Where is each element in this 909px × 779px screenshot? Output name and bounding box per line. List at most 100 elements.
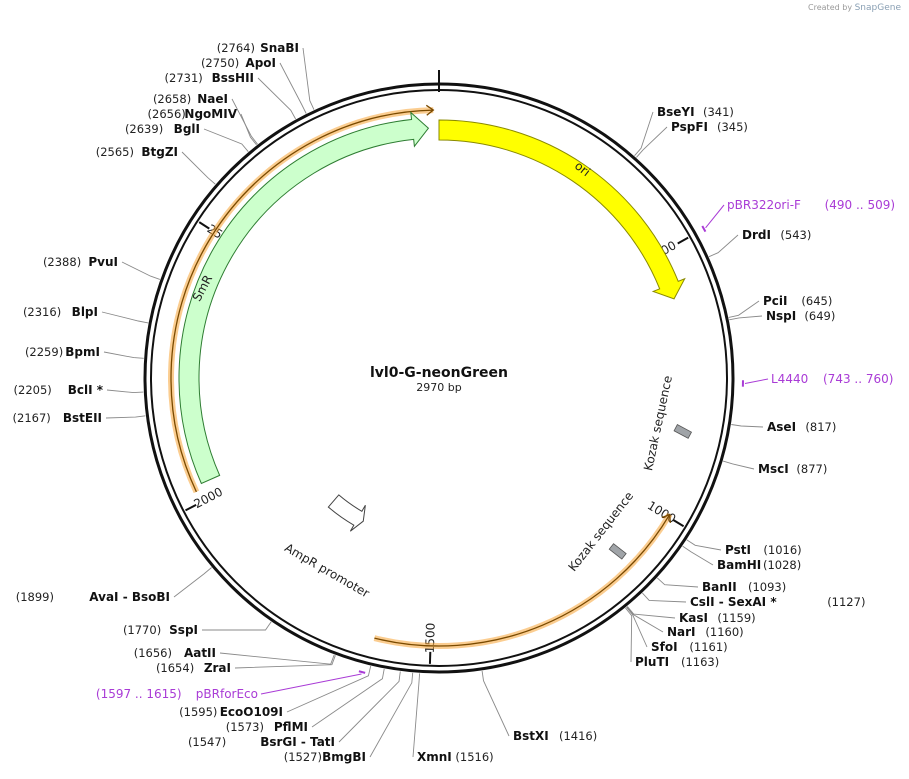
site-name[interactable]: SspI (169, 623, 198, 637)
restriction-site[interactable]: CslI - SexAI *(1127) (642, 592, 865, 609)
site-connector-line (708, 234, 739, 258)
site-connector-line (202, 621, 272, 631)
site-name[interactable]: BtgZI (141, 145, 178, 159)
site-name[interactable]: SfoI (651, 640, 678, 654)
site-connector-line (481, 670, 510, 737)
primer-name[interactable]: pBR322ori-F (727, 198, 801, 212)
site-name[interactable]: AvaI - BsoBI (89, 590, 170, 604)
restriction-site[interactable]: BclI *(2205) (14, 383, 144, 397)
restriction-site[interactable]: NarI(1160) (626, 606, 744, 639)
site-name[interactable]: SnaBI (260, 41, 299, 55)
site-name[interactable]: NgoMIV (184, 107, 237, 121)
restriction-site[interactable]: PflMI(1573) (226, 668, 385, 734)
site-name[interactable]: BanII (702, 580, 737, 594)
site-name[interactable]: CslI - SexAI * (690, 595, 777, 609)
primer-name[interactable]: L4440 (771, 372, 808, 386)
restriction-site[interactable]: PluTI (1163) (625, 607, 719, 669)
site-name[interactable]: BsrGI - TatI (260, 735, 335, 749)
site-name[interactable]: PspFI (671, 120, 708, 134)
site-name[interactable]: XmnI (417, 750, 452, 764)
tick-mark (677, 236, 689, 245)
restriction-site[interactable]: BseYI(341) (634, 105, 734, 156)
restriction-site[interactable]: NspI(649) (729, 309, 835, 323)
restriction-site[interactable]: AatII(1656) (134, 646, 335, 665)
restriction-site[interactable]: MscI (877) (722, 460, 827, 476)
site-name[interactable]: BmgBI (322, 750, 366, 764)
restriction-site[interactable]: DrdI(543) (708, 228, 811, 258)
site-name[interactable]: ApoI (245, 56, 276, 70)
site-name[interactable]: PvuI (88, 255, 118, 269)
site-position: (2764) (217, 41, 255, 55)
restriction-site[interactable]: ZraI(1654) (156, 655, 336, 675)
site-name[interactable]: PciI (763, 294, 788, 308)
site-connector-line (634, 111, 654, 156)
restriction-site[interactable]: BanII(1093) (656, 577, 786, 594)
site-name[interactable]: BamHI (717, 558, 761, 572)
restriction-site[interactable]: BglI(2639) (125, 122, 249, 152)
site-name[interactable]: NspI (766, 309, 796, 323)
restriction-site[interactable]: BmgBI(1527) (284, 672, 414, 764)
restriction-site[interactable]: NaeI(2658) (153, 92, 258, 145)
primer[interactable]: pBRforEco(1597 .. 1615) (96, 670, 366, 701)
restriction-site[interactable]: BssHII (2731) (165, 71, 296, 120)
site-name[interactable]: BclI * (68, 383, 104, 397)
restriction-site[interactable]: BsrGI - TatI (1547) (188, 671, 401, 750)
restriction-site[interactable]: BlpI(2316) (23, 305, 149, 324)
site-name[interactable]: BstEII (63, 411, 102, 425)
site-name[interactable]: PluTI (635, 655, 669, 669)
restriction-site[interactable]: PspFI(345) (636, 120, 748, 158)
site-position: (2731) (165, 71, 203, 85)
site-name[interactable]: BstXI (513, 729, 549, 743)
site-name[interactable]: BssHII (212, 71, 254, 85)
site-name[interactable]: ZraI (204, 661, 231, 675)
restriction-site[interactable]: BpmI(2259) (25, 345, 144, 359)
restriction-site[interactable]: BamHI(1028) (682, 545, 802, 572)
restriction-site[interactable]: SnaBI (2764) (217, 41, 315, 110)
site-position: (1163) (681, 655, 719, 669)
restriction-site[interactable]: KasI(1159) (626, 606, 756, 625)
site-name[interactable]: KasI (679, 611, 708, 625)
site-name[interactable]: NarI (667, 625, 696, 639)
restriction-site[interactable]: BstEII(2167) (13, 411, 146, 425)
restriction-site[interactable]: BtgZI(2565) (96, 145, 216, 185)
restriction-site[interactable]: AseI(817) (731, 420, 836, 434)
site-connector-line (642, 592, 687, 603)
site-name[interactable]: PflMI (274, 720, 308, 734)
site-name[interactable]: AatII (184, 646, 216, 660)
tick-mark (672, 519, 685, 528)
site-position: (1016) (763, 543, 801, 557)
site-name[interactable]: BlpI (72, 305, 98, 319)
site-name[interactable]: BglI (174, 122, 200, 136)
site-connector-line (240, 113, 257, 146)
restriction-site[interactable]: BstXI(1416) (481, 670, 597, 743)
site-position: (1161) (689, 640, 727, 654)
site-name[interactable]: NaeI (197, 92, 228, 106)
site-connector-line (722, 460, 755, 470)
site-name[interactable]: DrdI (742, 228, 771, 242)
restriction-site[interactable]: AvaI - BsoBI(1899) (16, 567, 212, 605)
restriction-site[interactable]: XmnI(1516) (412, 673, 494, 764)
site-connector-line (731, 424, 764, 428)
site-name[interactable]: PstI (725, 543, 751, 557)
site-name[interactable]: AseI (767, 420, 796, 434)
site-name[interactable]: MscI (758, 462, 789, 476)
primer[interactable]: pBR322ori-F(490 .. 509) (701, 198, 895, 233)
restriction-site[interactable]: SspI(1770) (123, 621, 272, 637)
restriction-site[interactable]: PvuI(2388) (43, 255, 161, 280)
site-name[interactable]: BseYI (657, 105, 695, 119)
restriction-site[interactable]: EcoO109I(1595) (179, 665, 372, 719)
site-name[interactable]: BpmI (65, 345, 100, 359)
smr-arrow (178, 111, 430, 485)
site-name[interactable]: EcoO109I (220, 705, 283, 719)
restriction-site[interactable]: SfoI (1161) (626, 606, 728, 654)
primer[interactable]: L4440(743 .. 760) (741, 372, 894, 387)
restriction-site[interactable]: NgoMIV(2656) (148, 107, 257, 146)
site-position: (1547) (188, 735, 226, 749)
site-position: (1516) (455, 750, 493, 764)
restriction-site[interactable]: PstI (1016) (686, 539, 802, 557)
primer-name[interactable]: pBRforEco (196, 687, 258, 701)
restriction-site[interactable]: PciI(645) (728, 294, 833, 318)
site-connector-line (338, 671, 401, 743)
site-position: (877) (796, 462, 827, 476)
restriction-site[interactable]: ApoI(2750) (201, 56, 307, 114)
